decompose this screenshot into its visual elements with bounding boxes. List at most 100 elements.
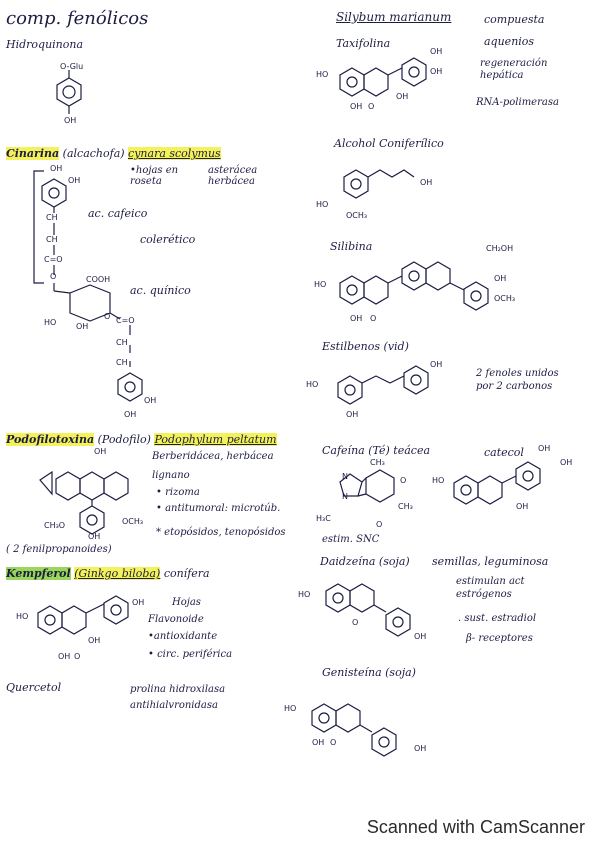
taxifolina-label-oh4: OH <box>350 102 363 111</box>
kempferol-item-0: Flavonoide <box>148 614 204 625</box>
cafeina-label-n2: N <box>342 492 348 501</box>
page-title: comp. fenólicos <box>6 8 149 29</box>
kempferol-label-oh3: OH <box>58 652 71 661</box>
cafeina-catecol: catecol <box>484 446 524 459</box>
podofilotoxina-species: Podophylum peltatum <box>154 433 277 446</box>
cinarina-acid1: ac. cafeico <box>88 207 148 220</box>
quercetol-use-1: antihialvronidasa <box>130 700 218 711</box>
cinarina-note1: •hojas en roseta <box>130 165 179 187</box>
silybum-use-0: regeneración hepática <box>480 58 548 81</box>
podofilotoxina-label-och3: OCH₃ <box>122 517 144 526</box>
cafeina-label-o: O <box>376 520 383 529</box>
coniferilico-structure-icon <box>343 169 415 199</box>
kempferol-hojas: Hojas <box>172 597 201 608</box>
podofilotoxina-item-1: • antitumoral: microtúb. <box>156 503 281 514</box>
daidzeina-item-1: . sust. estradiol <box>458 613 537 624</box>
genisteina-label-oh2: OH <box>414 744 427 753</box>
cafeina-label-oh3: OH <box>516 502 529 511</box>
cinarina-label-oh5: OH <box>124 410 137 419</box>
silybum-family: compuesta <box>484 13 545 26</box>
cinarina-use: colerético <box>140 233 196 246</box>
taxifolina-name: Taxifolina <box>336 37 391 50</box>
podofilotoxina-label-oh: OH <box>94 447 107 456</box>
kempferol-header: Kempferol (Ginkgo biloba) conífera <box>6 567 210 580</box>
daidzeina-structure-icon <box>325 583 411 637</box>
daidzeina-label-oh: OH <box>414 632 427 641</box>
cinarina-label-cooh: COOH <box>86 275 111 284</box>
catecol-structure-icon <box>453 461 541 505</box>
cinarina-structure-icon <box>33 170 143 402</box>
kempferol-name: Kempferol <box>6 567 71 580</box>
cinarina-header: Cinarina (alcachofa) cynara scolymus <box>6 147 221 160</box>
estilbenos-name: Estilbenos (vid) <box>322 340 409 353</box>
kempferol-type: conífera <box>163 567 210 580</box>
genisteina-name: Genisteína (soja) <box>322 666 416 679</box>
daidzeina-item-2: β- receptores <box>466 633 533 644</box>
estilbenos-label-oh2: OH <box>346 410 359 419</box>
genisteina-label-ho: HO <box>284 704 297 713</box>
cinarina-common: (alcachofa) <box>62 147 125 160</box>
hidroquinona-sub: O-Glu <box>60 62 84 71</box>
cafeina-name: Cafeína (Té) <box>322 444 390 457</box>
quercetol-use-0: prolina hidroxilasa <box>130 684 226 695</box>
cafeina-label-ch3b: CH₃ <box>398 502 413 511</box>
cafeina-label-h3c: H₃C <box>316 514 331 523</box>
coniferilico-name: Alcohol Coniferílico <box>334 137 444 150</box>
taxifolina-label-o: O <box>368 102 375 111</box>
cinarina-label-co: C=O <box>44 255 63 264</box>
podofilotoxina-bottom: ( 2 fenilpropanoides) <box>6 544 112 555</box>
taxifolina-structure-icon <box>339 57 427 97</box>
cinarina-acid2: ac. quínico <box>130 284 191 297</box>
daidzeina-note: semillas, leguminosa <box>432 555 549 568</box>
cafeina-label-ho: HO <box>432 476 445 485</box>
cinarina-label-ch2: CH <box>46 235 58 244</box>
cafeina-family: teácea <box>393 444 431 457</box>
estilbenos-label-ho: HO <box>306 380 319 389</box>
cafeina-structure-icon <box>339 469 395 503</box>
silibina-label-ho: HO <box>314 280 327 289</box>
cinarina-label-co2: C=O <box>116 316 135 325</box>
hidroquinona-name: Hidroquinona <box>6 38 84 51</box>
daidzeina-label-o: O <box>352 618 359 627</box>
taxifolina-label-oh2: OH <box>430 67 443 76</box>
cinarina-label-ho: HO <box>44 318 57 327</box>
podofilotoxina-item-0: • rizoma <box>156 487 200 498</box>
coniferilico-label-oh: OH <box>420 178 433 187</box>
coniferilico-label-ho: HO <box>316 200 329 209</box>
cinarina-species: cynara scolymus <box>128 147 221 160</box>
genisteina-structure-icon <box>311 703 397 757</box>
hidroquinona-oh: OH <box>64 116 77 125</box>
quercetol-name: Quercetol <box>6 681 62 694</box>
cinarina-label-ch1: CH <box>46 213 58 222</box>
daidzeina-label-ho: HO <box>298 590 311 599</box>
kempferol-structure-icon <box>37 595 129 635</box>
cafeina-label-oh2: OH <box>560 458 573 467</box>
cinarina-label-oh3: OH <box>76 322 89 331</box>
kempferol-species: (Ginkgo biloba) <box>74 567 161 580</box>
cafeina-estim: estim. SNC <box>322 534 380 545</box>
estilbenos-note: 2 fenoles unidos por 2 carbonos <box>476 368 559 392</box>
estilbenos-label-oh: OH <box>430 360 443 369</box>
cinarina-label-oh4: OH <box>144 396 157 405</box>
taxifolina-label-ho: HO <box>316 70 329 79</box>
estilbenos-structure-icon <box>337 365 429 405</box>
cinarina-label-o2: O <box>104 312 111 321</box>
podofilotoxina-name: Podofilotoxina <box>6 433 95 446</box>
kempferol-label-o: O <box>74 652 81 661</box>
kempferol-label-oh2: OH <box>88 636 101 645</box>
cinarina-label-oh2: OH <box>68 176 81 185</box>
podofilotoxina-common: (Podofilo) <box>97 433 151 446</box>
cafeina-header: Cafeína (Té) teácea <box>322 444 430 457</box>
podofilotoxina-family: Berberidácea, herbácea <box>152 451 274 462</box>
daidzeina-name: Daidzeína (soja) <box>320 555 410 568</box>
silibina-label-oh: OH <box>494 274 507 283</box>
cinarina-label-oh1: OH <box>50 164 63 173</box>
silibina-label-o: O <box>370 314 377 323</box>
kempferol-label-ho: HO <box>16 612 29 621</box>
kempferol-item-2: • circ. periférica <box>148 649 233 660</box>
cinarina-label-o: O <box>50 272 57 281</box>
silibina-label-och3: OCH₃ <box>494 294 516 303</box>
silibina-label-oh2: OH <box>350 314 363 323</box>
camscanner-watermark: Scanned with CamScanner <box>366 817 585 837</box>
cafeina-label-ch3: CH₃ <box>370 458 385 467</box>
